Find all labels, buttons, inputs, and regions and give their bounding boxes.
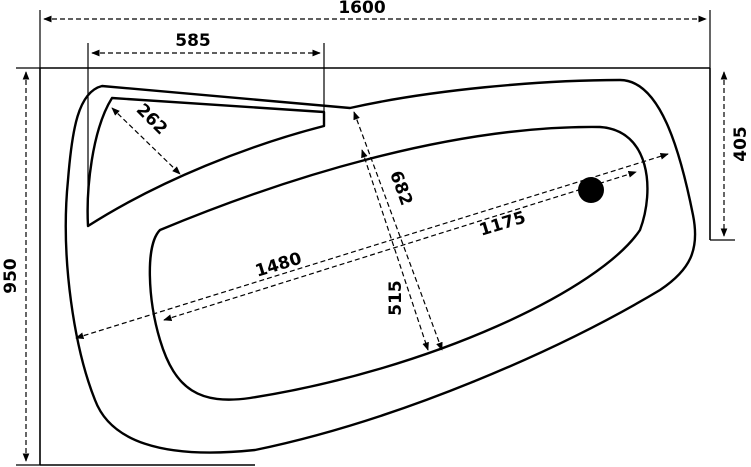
dim-right-height: 405 <box>710 71 751 241</box>
label-seat-width: 585 <box>175 31 211 51</box>
inner-bowl <box>148 125 649 401</box>
dim-total-width: 1600 <box>39 0 711 68</box>
dim-total-height: 950 <box>1 67 40 466</box>
outer-rim <box>64 78 697 454</box>
label-total-width: 1600 <box>338 0 385 18</box>
tub-frame <box>39 67 711 466</box>
label-total-height: 950 <box>1 258 21 294</box>
label-outer-length: 1480 <box>253 249 304 282</box>
dim-seat-width: 585 <box>87 31 325 226</box>
seat-recess <box>86 96 326 228</box>
dim-seat-diagonal: 262 <box>111 100 181 175</box>
label-inner-width: 682 <box>385 168 416 208</box>
label-inner-narrow: 515 <box>386 280 406 316</box>
label-inner-length: 1175 <box>477 208 528 241</box>
label-right-height: 405 <box>731 126 751 162</box>
